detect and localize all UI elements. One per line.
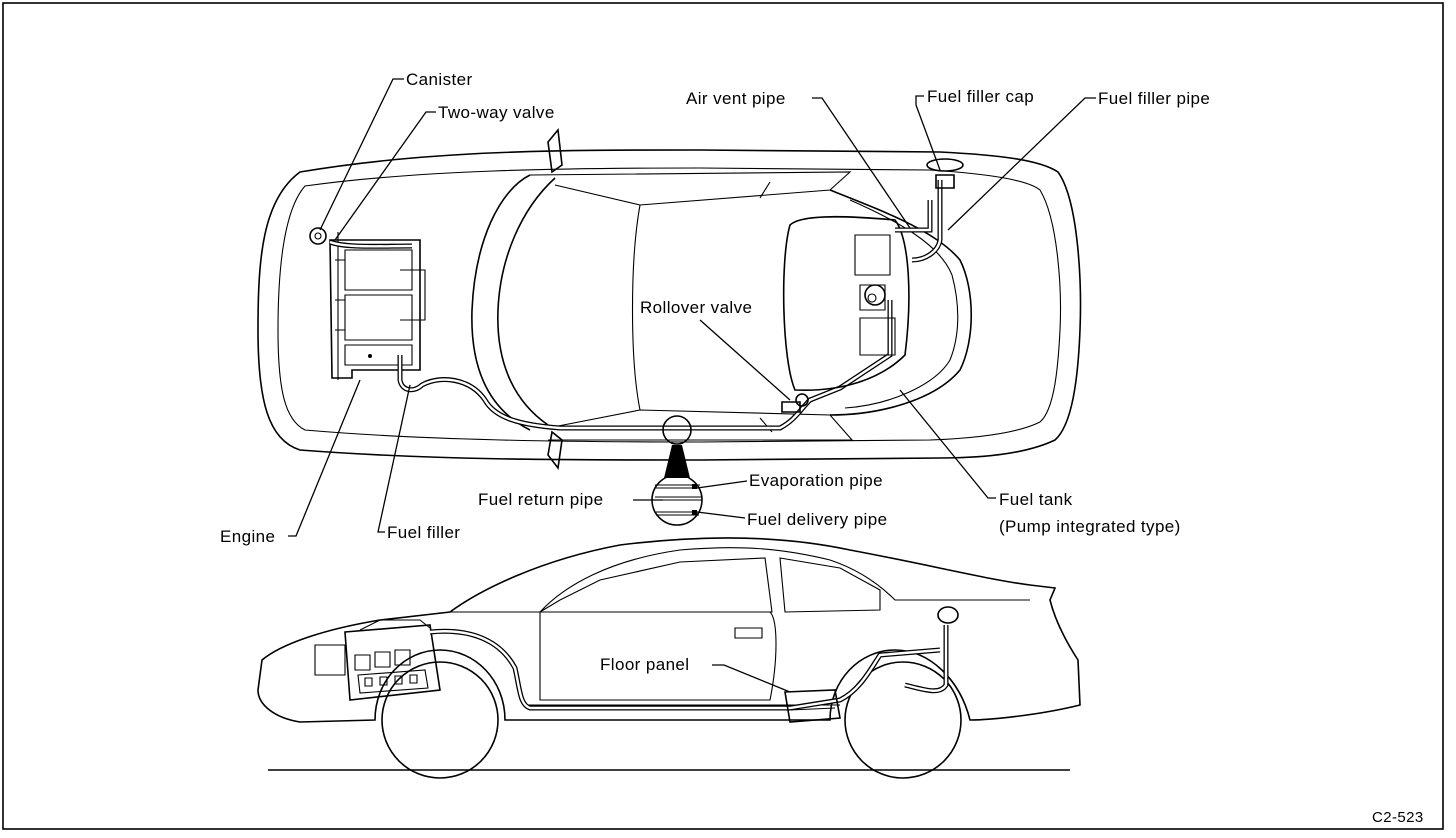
leader-lines [288,78,1096,693]
fuel-filler-cap-shape [926,158,964,172]
label-evaporation-pipe: Evaporation pipe [749,471,883,490]
engine-block-top [309,227,426,379]
label-two-way-valve: Two-way valve [438,103,555,122]
label-rollover-valve: Rollover valve [640,298,752,317]
label-fuel-delivery-pipe: Fuel delivery pipe [747,510,887,529]
canister-shape [309,227,327,245]
label-fuel-return-pipe: Fuel return pipe [478,490,603,509]
label-fuel-tank-note: (Pump integrated type) [999,517,1181,536]
label-fuel-filler: Fuel filler [387,523,460,542]
callout-labels: Canister Two-way valve Air vent pipe Fue… [220,70,1424,826]
engine-block-side [314,619,441,701]
fuel-tank-top [781,158,964,413]
fuel-pipes-side [429,606,959,723]
figure-border [2,2,1444,830]
label-fuel-tank: Fuel tank [999,490,1073,509]
label-engine: Engine [220,527,275,546]
front-wheel [381,661,499,779]
rear-wheel [844,661,962,779]
label-fuel-filler-pipe: Fuel filler pipe [1098,89,1210,108]
label-air-vent-pipe: Air vent pipe [686,89,786,108]
label-fuel-filler-cap: Fuel filler cap [927,87,1034,106]
figure-code: C2-523 [1372,809,1424,826]
fuel-pipes-top [329,239,893,431]
label-canister: Canister [406,70,473,89]
label-floor-panel: Floor panel [600,655,689,674]
pipe-cross-section [651,415,703,526]
